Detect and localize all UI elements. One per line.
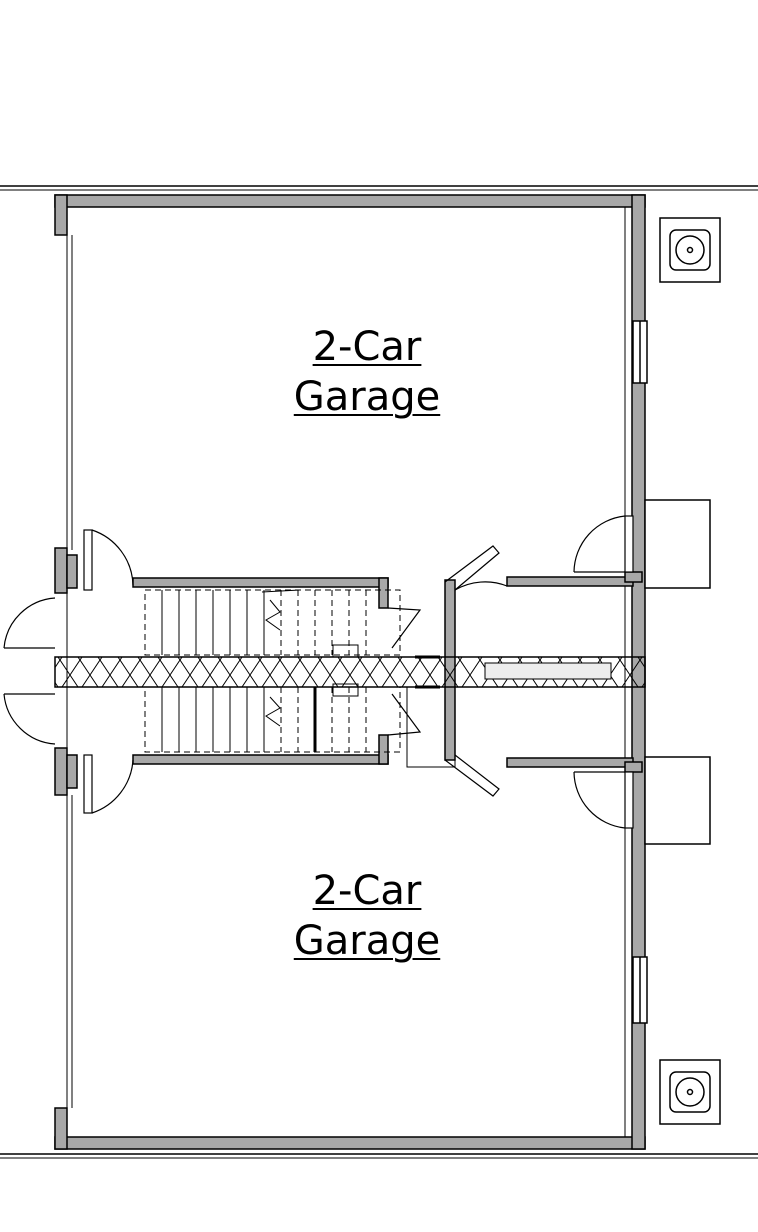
window-lower-right xyxy=(632,956,648,1024)
firewall-band xyxy=(54,655,646,689)
lot-line-top xyxy=(0,185,758,191)
room-label-line2: Garage xyxy=(293,918,441,964)
closet-outline xyxy=(406,686,456,768)
equipment-unit-top xyxy=(659,217,721,283)
room-label-garage-lower: 2-Car Garage xyxy=(237,866,497,966)
room-label-line2: Garage xyxy=(293,374,441,420)
landing-lower-right xyxy=(644,756,711,845)
room-label-line1: 2-Car xyxy=(312,324,422,370)
door-swings xyxy=(3,515,634,829)
stair-upper xyxy=(144,589,401,658)
equipment-unit-bottom xyxy=(659,1059,721,1125)
landing-upper-right xyxy=(644,499,711,589)
room-label-line1: 2-Car xyxy=(312,868,422,914)
window-upper-right xyxy=(632,320,648,384)
room-label-garage-upper: 2-Car Garage xyxy=(237,322,497,422)
stair-lower xyxy=(144,683,401,753)
lot-line-bottom xyxy=(0,1153,758,1159)
